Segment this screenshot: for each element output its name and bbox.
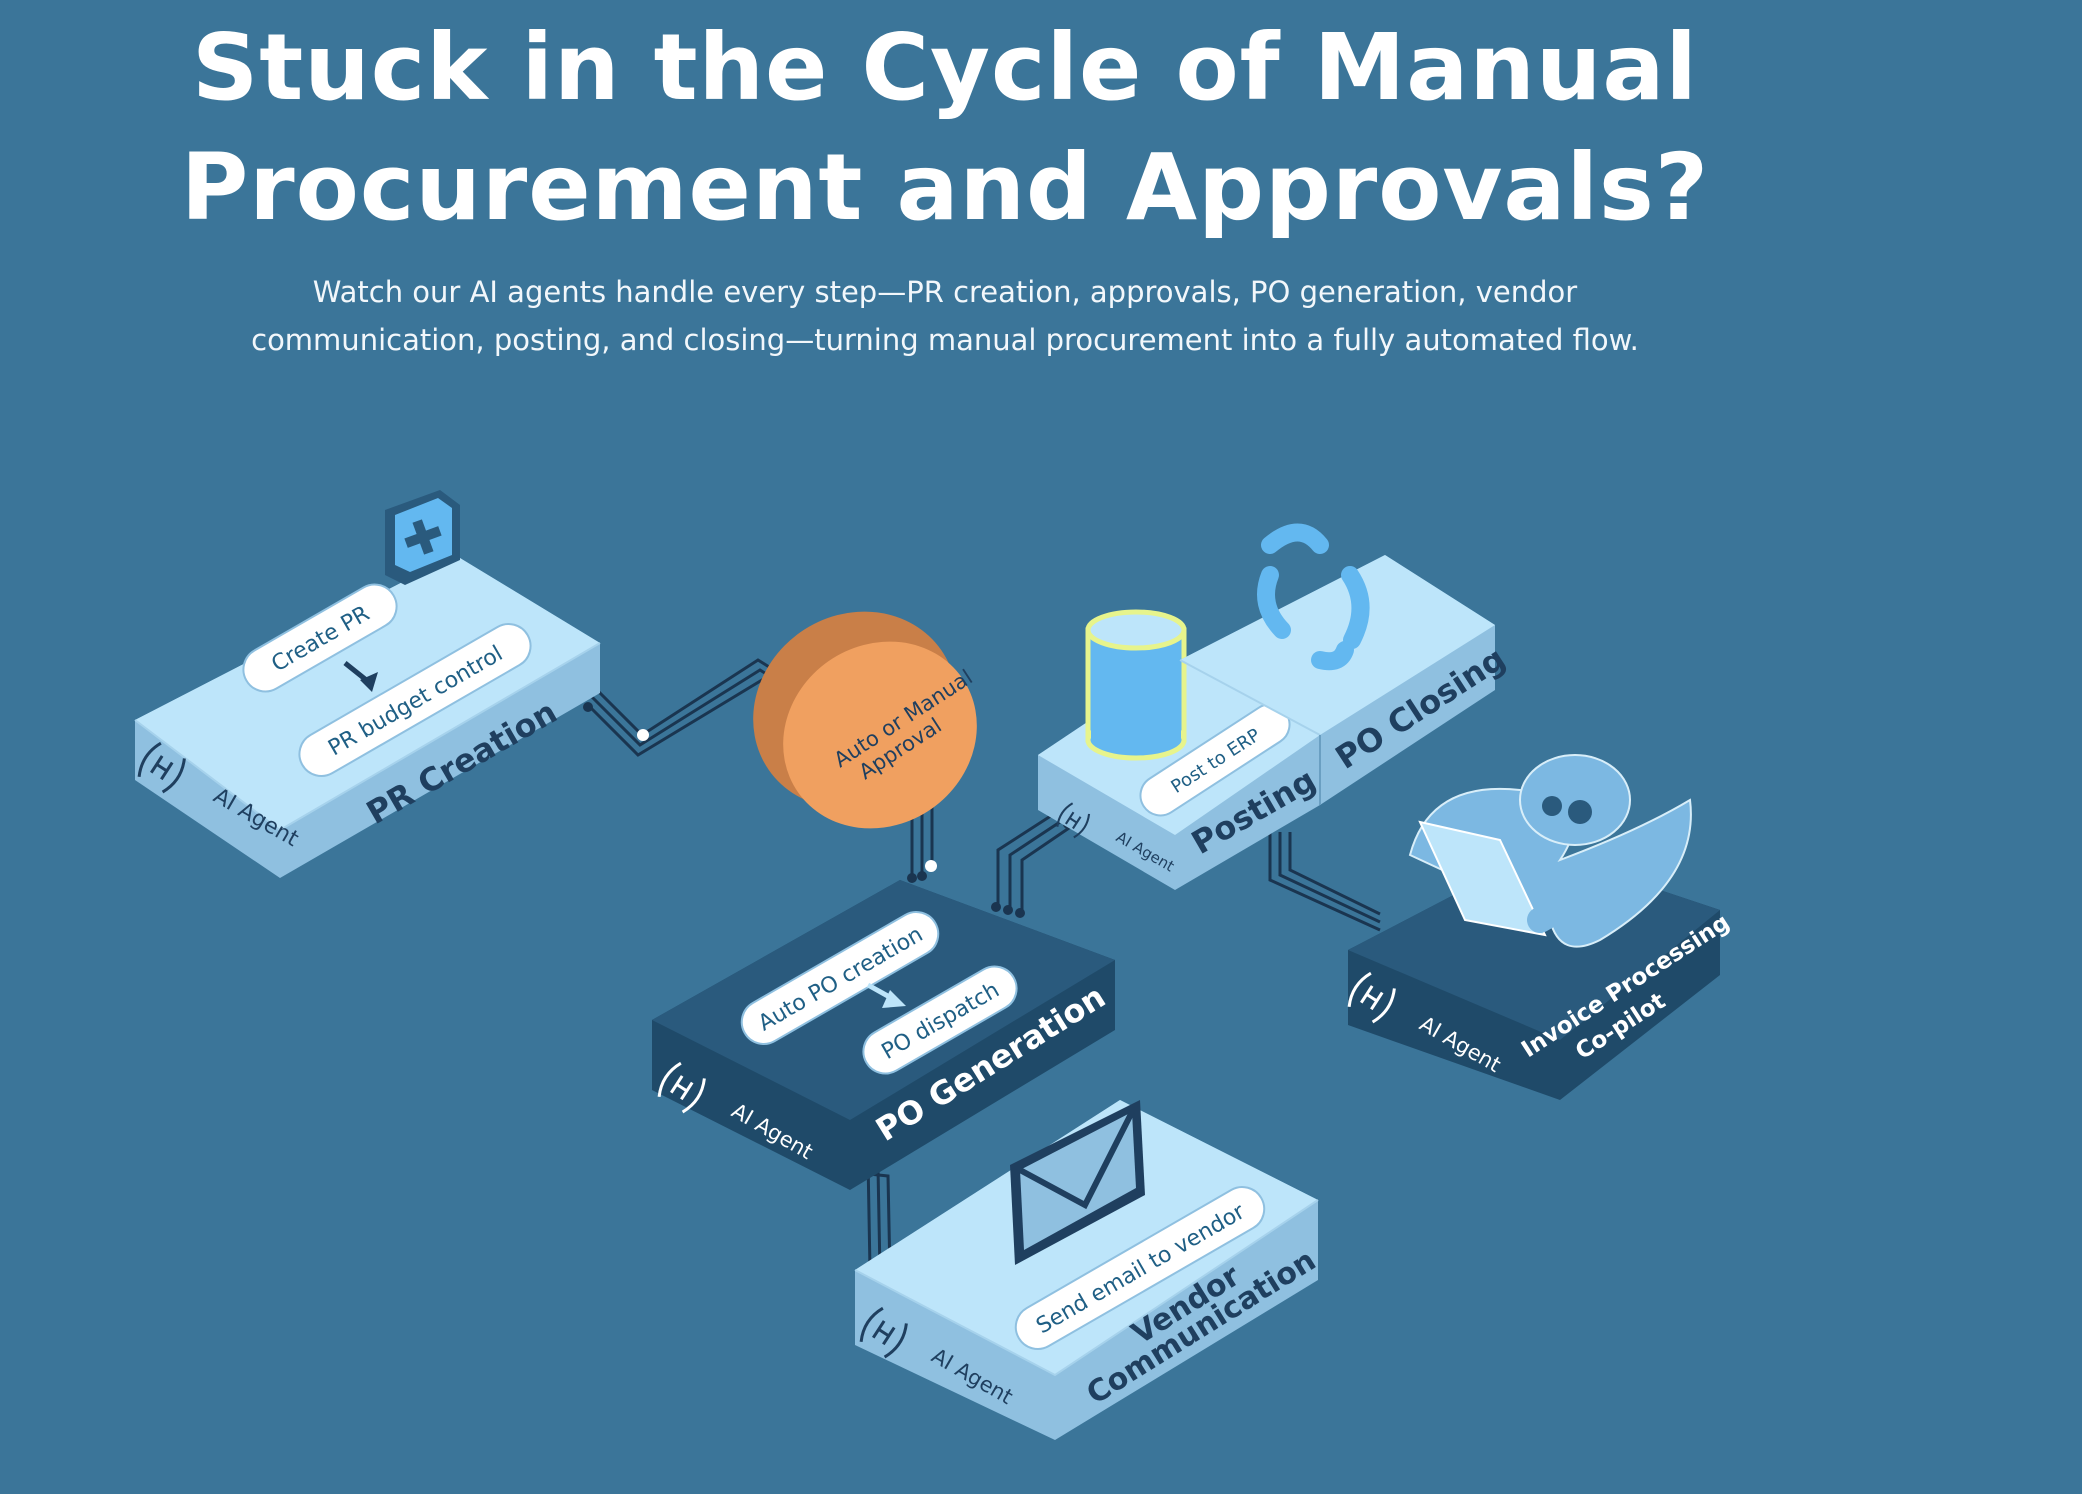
agent-logo-icon [137,741,186,794]
document-plus-icon [385,490,460,585]
refresh-icon [1257,523,1370,671]
database-icon [1085,609,1187,761]
agent-logo-icon [859,1306,908,1359]
page-subtitle: Watch our AI agents handle every step—PR… [0,268,1890,364]
copilot-character-icon [1408,754,1692,948]
connector-node [925,860,937,872]
connector-node [637,729,649,741]
invoice-processing-block: AI Agent Invoice Processing Co-pilot [1347,754,1734,1100]
approval-node: Auto or Manual Approval [753,611,977,829]
posting-block: Post to ERP AI Agent Posting [1038,609,1322,890]
page-title: Stuck in the Cycle of Manual Procurement… [0,8,1890,248]
title-line-2: Procurement and Approvals? [180,134,1710,241]
vendor-communication-block: Send email to vendor AI Agent Vendor Com… [854,1100,1322,1440]
po-generation-block: Auto PO creation PO dispatch AI Agent PO… [652,880,1115,1190]
agent-logo-icon [1347,971,1396,1024]
pr-creation-block: Create PR PR budget control AI Agent PR … [134,490,601,878]
title-line-1: Stuck in the Cycle of Manual [192,14,1698,121]
agent-logo-icon [1056,802,1091,839]
agent-logo-icon [657,1061,706,1114]
envelope-icon [1010,1100,1145,1265]
subtitle-line-1: Watch our AI agents handle every step—PR… [312,275,1578,309]
subtitle-line-2: communication, posting, and closing—turn… [251,323,1639,357]
